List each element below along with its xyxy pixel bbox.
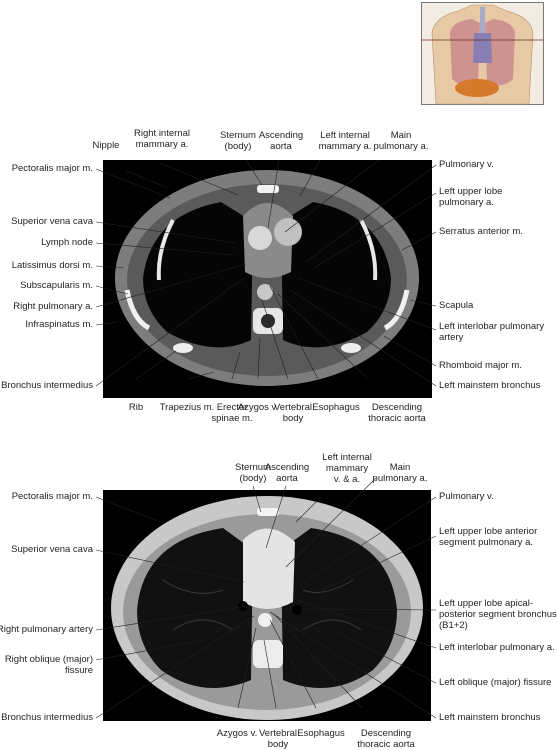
- ct-scan-lung-window: [103, 490, 431, 721]
- ct-scan-mediastinal-window: [103, 160, 432, 398]
- label-scapula: Scapula: [439, 300, 474, 311]
- label-bronchus-intermedius: Bronchus intermedius: [1, 380, 93, 391]
- label-bronchus-intermedius-2: Bronchus intermedius: [1, 712, 93, 723]
- label-left-mainstem-bronchus-2: Left mainstem bronchus: [439, 712, 541, 723]
- label-serratus-anterior: Serratus anterior m.: [439, 226, 523, 237]
- label-pectoralis-major: Pectoralis major m.: [11, 163, 93, 174]
- label-azygos-vein: Azygos v.: [237, 402, 279, 413]
- label-descending-thoracic-aorta-2: Descending thoracic aorta: [357, 728, 415, 750]
- label-pulmonary-vein-2: Pulmonary v.: [439, 491, 494, 502]
- label-vertebral-body: Vertebral body: [273, 402, 313, 424]
- label-descending-thoracic-aorta: Descending thoracic aorta: [368, 402, 426, 424]
- label-vertebral-body-2: Vertebral body: [258, 728, 298, 750]
- label-right-pulmonary-artery: Right pulmonary a.: [13, 301, 93, 312]
- label-left-upper-lobe-apical-posterior-bronchus: Left upper lobe apical- posterior segmen…: [439, 598, 557, 631]
- label-ascending-aorta: Ascending aorta: [258, 130, 304, 152]
- label-right-oblique-fissure: Right oblique (major) fissure: [4, 654, 93, 676]
- label-left-internal-mammary-vein-artery: Left internal mammary v. & a.: [322, 452, 372, 485]
- label-left-interlobar-pulmonary-artery: Left interlobar pulmonary artery: [439, 321, 545, 343]
- label-sternum-body-2: Sternum (body): [235, 462, 271, 484]
- label-subscapularis: Subscapularis m.: [20, 280, 93, 291]
- ct-image-1: [115, 170, 419, 386]
- label-pectoralis-major-2: Pectoralis major m.: [11, 491, 93, 502]
- ct-image-2: [111, 496, 423, 720]
- label-sternum-body: Sternum (body): [220, 130, 256, 152]
- label-right-internal-mammary-artery: Right internal mammary a.: [134, 128, 190, 150]
- label-left-mainstem-bronchus: Left mainstem bronchus: [439, 380, 541, 391]
- label-ascending-aorta-2: Ascending aorta: [264, 462, 310, 484]
- label-main-pulmonary-artery-2: Main pulmonary a.: [372, 462, 428, 484]
- label-superior-vena-cava-2: Superior vena cava: [11, 544, 93, 555]
- label-main-pulmonary-artery: Main pulmonary a.: [373, 130, 429, 152]
- label-left-upper-lobe-anterior-segment: Left upper lobe anterior segment pulmona…: [439, 526, 538, 548]
- label-latissimus-dorsi: Latissimus dorsi m.: [11, 260, 93, 271]
- label-lymph-node: Lymph node: [41, 237, 93, 248]
- label-erector-spinae: Erector spinae m.: [211, 402, 253, 424]
- torso-illustration: [422, 4, 543, 105]
- label-trapezius: Trapezius m.: [159, 402, 215, 413]
- label-left-internal-mammary-artery: Left internal mammary a.: [318, 130, 372, 152]
- orientation-thumbnail: [421, 2, 544, 105]
- label-left-oblique-fissure: Left oblique (major) fissure: [439, 677, 552, 688]
- label-rhomboid-major: Rhomboid major m.: [439, 360, 522, 371]
- label-right-pulmonary-artery-2: Right pulmonary artery: [0, 624, 93, 635]
- label-rib: Rib: [128, 402, 144, 413]
- label-nipple: Nipple: [92, 140, 120, 151]
- label-azygos-vein-2: Azygos v.: [216, 728, 258, 739]
- label-pulmonary-vein: Pulmonary v.: [439, 159, 494, 170]
- label-left-upper-lobe-pulmonary-artery: Left upper lobe pulmonary a.: [439, 186, 503, 208]
- label-superior-vena-cava: Superior vena cava: [11, 216, 93, 227]
- label-left-interlobar-pulmonary-artery-2: Left interlobar pulmonary a.: [439, 642, 555, 653]
- label-esophagus: Esophagus: [312, 402, 360, 413]
- label-esophagus-2: Esophagus: [297, 728, 345, 739]
- label-infraspinatus: Infraspinatus m.: [25, 319, 93, 330]
